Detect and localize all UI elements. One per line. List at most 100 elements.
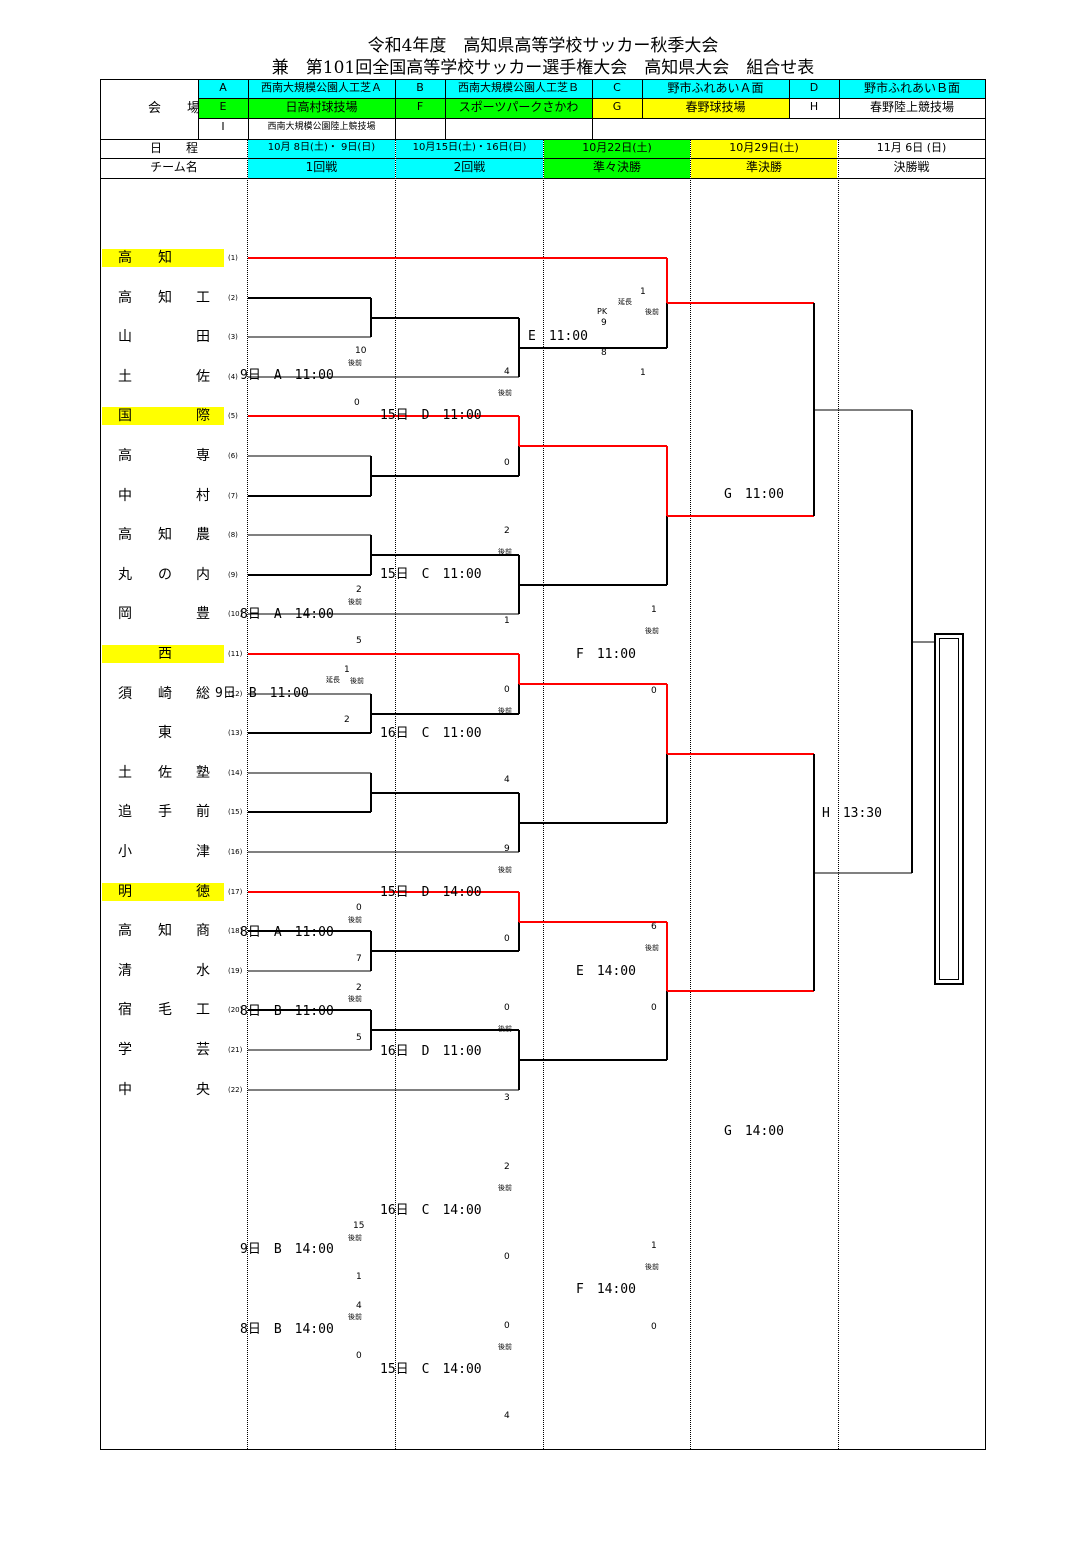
team-name-char: 土 xyxy=(118,369,132,385)
team-name-char: 高 xyxy=(118,448,132,464)
team-row: 国際 xyxy=(102,407,224,425)
score-r2-1-top: 4 xyxy=(504,367,510,377)
score-r2-6-bot: 0 xyxy=(504,1252,510,1262)
team-name-char: 崎 xyxy=(158,686,172,702)
team-name-char: 土 xyxy=(118,765,132,781)
venue-name-d: 野市ふれあいＢ面 xyxy=(839,80,985,98)
match-sf-1: G 11:00 xyxy=(724,487,784,502)
team-name-char: 前 xyxy=(196,804,210,820)
team-number: (14) xyxy=(228,769,243,777)
half-label-r2-3: 後前 xyxy=(498,707,512,715)
team-name-char: 田 xyxy=(196,329,210,345)
venue-name-g: 春野球技場 xyxy=(642,99,789,118)
venue-name-a: 西南大規模公園人工芝Ａ xyxy=(248,80,395,98)
match-r1-4: 8日 A 11:00 xyxy=(240,925,334,940)
score-r1-1-top: 10 xyxy=(355,346,367,356)
pk-score-top: 9 xyxy=(601,318,607,328)
team-name-char: 徳 xyxy=(196,884,210,900)
team-row: 中央 xyxy=(102,1081,224,1099)
match-r2-5: 16日 D 11:00 xyxy=(380,1044,482,1059)
score-qf-2-top: 1 xyxy=(651,605,657,615)
score-r2-4-top: 9 xyxy=(504,844,510,854)
date-r2: 10月15日(土)・16日(日) xyxy=(396,140,543,158)
score-qf-2-bot: 0 xyxy=(651,686,657,696)
score-r2-5-top: 0 xyxy=(504,1003,510,1013)
half-label-r2-4: 後前 xyxy=(498,866,512,874)
champion-box xyxy=(934,633,964,985)
match-r2-6: 16日 C 14:00 xyxy=(380,1203,482,1218)
team-name-char: 内 xyxy=(196,567,210,583)
score-r1-6-top: 15 xyxy=(353,1221,365,1231)
team-name-char: 知 xyxy=(158,250,172,266)
team-name-char: 岡 xyxy=(118,606,132,622)
half-label-r1-3: 後前 xyxy=(350,677,364,685)
team-name-char: 高 xyxy=(118,250,132,266)
team-name-char: 芸 xyxy=(196,1042,210,1058)
team-name-char: 清 xyxy=(118,963,132,979)
team-name-char: 知 xyxy=(158,527,172,543)
team-row: 東 xyxy=(102,724,224,742)
team-number: (9) xyxy=(228,571,238,579)
match-r2-3: 16日 C 11:00 xyxy=(380,726,482,741)
team-name-char: 宿 xyxy=(118,1002,132,1018)
team-name-char: 丸 xyxy=(118,567,132,583)
team-row: 高専 xyxy=(102,447,224,465)
team-number: (6) xyxy=(228,452,238,460)
score-r2-1-bot: 0 xyxy=(504,458,510,468)
venue-code-a: A xyxy=(198,80,248,98)
team-number: (17) xyxy=(228,888,243,896)
match-r1-5: 8日 B 11:00 xyxy=(240,1004,334,1019)
team-row: 高知工 xyxy=(102,289,224,307)
team-name-char: 高 xyxy=(118,923,132,939)
half-label-r1-2: 後前 xyxy=(348,598,362,606)
score-r1-1-bot: 0 xyxy=(354,398,360,408)
date-r1: 10月 8日(土)・ 9日(日) xyxy=(248,140,395,158)
team-label: チーム名 xyxy=(150,160,198,174)
half-label-r1-7: 後前 xyxy=(348,1313,362,1321)
team-number: (16) xyxy=(228,848,243,856)
venue-name-i: 西南大規模公園陸上競技場 xyxy=(267,122,376,132)
team-number: (21) xyxy=(228,1046,243,1054)
score-r1-6-bot: 1 xyxy=(356,1272,362,1282)
team-name-char: 塾 xyxy=(196,765,210,781)
team-name-char: の xyxy=(158,567,172,583)
team-number: (8) xyxy=(228,531,238,539)
venue-code-f: F xyxy=(395,99,445,118)
score-r2-6-top: 2 xyxy=(504,1162,510,1172)
match-r1-1: 9日 A 11:00 xyxy=(240,368,334,383)
pk-label: PK xyxy=(597,307,608,316)
team-name-char: 手 xyxy=(158,804,172,820)
et-label-qf1: 延長 xyxy=(618,298,632,306)
round-r1: 1回戦 xyxy=(248,159,395,178)
team-number: (18) xyxy=(228,927,243,935)
team-row: 土佐塾 xyxy=(102,764,224,782)
team-name-char: 知 xyxy=(158,290,172,306)
team-name-char: 村 xyxy=(196,488,210,504)
score-r2-2-bot: 1 xyxy=(504,616,510,626)
team-row: 山田 xyxy=(102,328,224,346)
team-name-char: 学 xyxy=(118,1042,132,1058)
team-name-char: 知 xyxy=(158,923,172,939)
score-qf-4-top: 1 xyxy=(651,1241,657,1251)
team-number: (20) xyxy=(228,1006,243,1014)
team-number: (1) xyxy=(228,254,238,262)
match-final: H 13:30 xyxy=(822,806,882,821)
team-name-char: 商 xyxy=(196,923,210,939)
team-row: 須崎総 xyxy=(102,685,224,703)
team-name-char: 津 xyxy=(196,844,210,860)
team-number: (5) xyxy=(228,412,238,420)
team-row: 学芸 xyxy=(102,1041,224,1059)
score-r1-3-bot: 2 xyxy=(344,715,350,725)
match-r1-6: 9日 B 14:00 xyxy=(240,1242,334,1257)
match-r1-2: 8日 A 14:00 xyxy=(240,607,334,622)
venue-name-c: 野市ふれあいＡ面 xyxy=(642,80,789,98)
team-number: (3) xyxy=(228,333,238,341)
team-row: 土佐 xyxy=(102,368,224,386)
team-name-char: 中 xyxy=(118,1082,132,1098)
match-r2-7: 15日 C 14:00 xyxy=(380,1362,482,1377)
team-number: (12) xyxy=(228,690,243,698)
team-name-char: 際 xyxy=(196,408,210,424)
team-name-char: 明 xyxy=(118,884,132,900)
team-name-char: 東 xyxy=(158,725,172,741)
team-number: (10) xyxy=(228,610,243,618)
